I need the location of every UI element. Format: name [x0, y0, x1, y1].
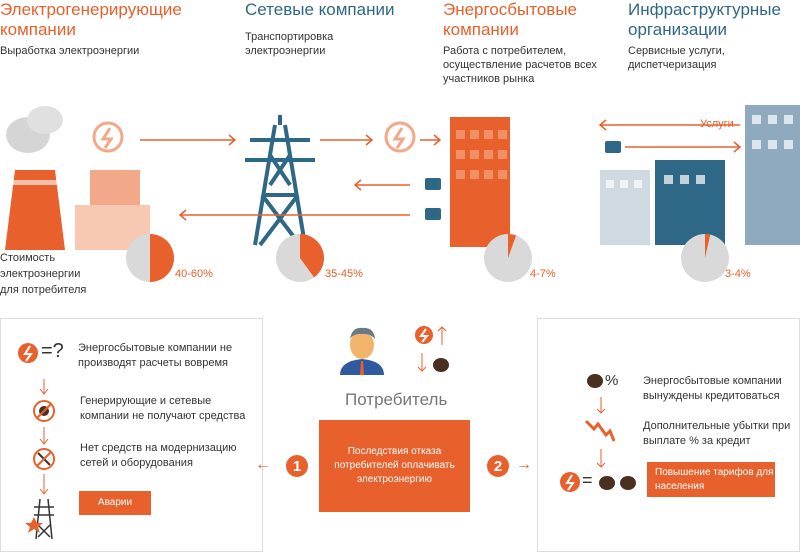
share-slice-3 [705, 234, 711, 258]
wallet-icon [620, 476, 636, 490]
arrow-left-icon [598, 119, 740, 131]
left-item: Энергосбытовые компании не производят ра… [78, 342, 233, 369]
office-building-icon [450, 117, 510, 247]
share-slice-1 [300, 234, 325, 278]
services-label: Услуги [700, 118, 734, 130]
share-slice-2 [508, 234, 517, 258]
wallet-icon [605, 141, 621, 153]
arrow-right-icon [625, 141, 742, 153]
power-plant-icon [5, 106, 150, 250]
broken-tower-icon [34, 498, 54, 539]
column-title-network: Сетевые компании [245, 0, 395, 19]
column-title-generation: Электрогенерирующие компании [0, 0, 182, 39]
column-desc-sales: Работа с потребителем, осуществление рас… [443, 45, 597, 85]
wallet-icon [599, 476, 615, 490]
arrow-right-icon [320, 134, 374, 146]
consequences-box: Последствия отказа потребителей оплачива… [319, 420, 470, 512]
wallet-icon [425, 178, 441, 220]
column-desc-generation: Выработка электроэнергии [0, 45, 140, 57]
arrow-left-icon [178, 209, 410, 221]
consumer-avatar-icon [340, 327, 384, 375]
step-1-badge: 1 [286, 455, 308, 477]
right-item: Дополнительные убытки при выплате % за к… [643, 420, 791, 447]
arrow-up-icon [437, 326, 447, 345]
arrow-right-icon [140, 134, 237, 146]
lightning-icon [560, 472, 580, 492]
tariff-increase-button[interactable]: Повышение тарифов для населения [647, 462, 775, 497]
share-infrastructure: 3-4% [725, 268, 751, 280]
infrastructure-buildings-icon [600, 105, 800, 245]
column-title-sales: Энергосбытовые компании [443, 0, 578, 39]
column-desc-infrastructure: Сервисные услуги, диспетчеризация [628, 45, 725, 71]
step-2-badge: 2 [487, 455, 509, 477]
lightning-icon [384, 121, 416, 153]
consumer-label: Потребитель [345, 390, 448, 409]
no-tools-icon [33, 448, 55, 470]
equals-sign: = [582, 470, 593, 490]
lightning-icon [92, 121, 124, 153]
accidents-button[interactable]: Аварии [79, 491, 151, 515]
arrow-down-icon [417, 353, 427, 372]
percent-sign: % [605, 372, 619, 389]
consumer-icons [340, 326, 449, 375]
value-chain-illustration [5, 105, 800, 282]
share-generation: 40-60% [175, 268, 213, 280]
transmission-tower-icon [245, 115, 315, 247]
left-item: Нет средств на модернизацию сетей и обор… [80, 442, 237, 469]
right-item: Энергосбытовые компании вынуждены кредит… [643, 375, 782, 402]
equals-question: =? [41, 340, 64, 362]
share-network: 35-45% [325, 268, 363, 280]
share-sales: 4-7% [530, 268, 556, 280]
left-item: Генерирующие и сетевые компании не получ… [80, 395, 246, 422]
left-consequences-panel: =? Энергосбытовые компании не производят… [0, 318, 263, 552]
lightning-icon [415, 326, 433, 344]
column-title-infrastructure: Инфраструктурные организации [628, 0, 781, 39]
share-slice-0 [150, 234, 174, 282]
right-flow-icons [560, 374, 636, 492]
wallet-icon [587, 374, 603, 388]
arrow-right-icon: → [516, 456, 532, 473]
column-desc-network: Транспортировка электроэнергии [245, 31, 334, 57]
left-flow-icons [18, 343, 55, 539]
arrow-left-icon [353, 179, 410, 191]
wallet-icon [433, 358, 449, 372]
no-money-icon [33, 400, 55, 422]
loss-chart-icon [584, 419, 616, 442]
cost-label: Стоимость электроэнергии для потребителя [0, 252, 87, 296]
arrow-left-icon: ← [255, 456, 271, 473]
right-consequences-panel: % = Энергосбытовые компании вынуждены кр… [537, 318, 800, 552]
